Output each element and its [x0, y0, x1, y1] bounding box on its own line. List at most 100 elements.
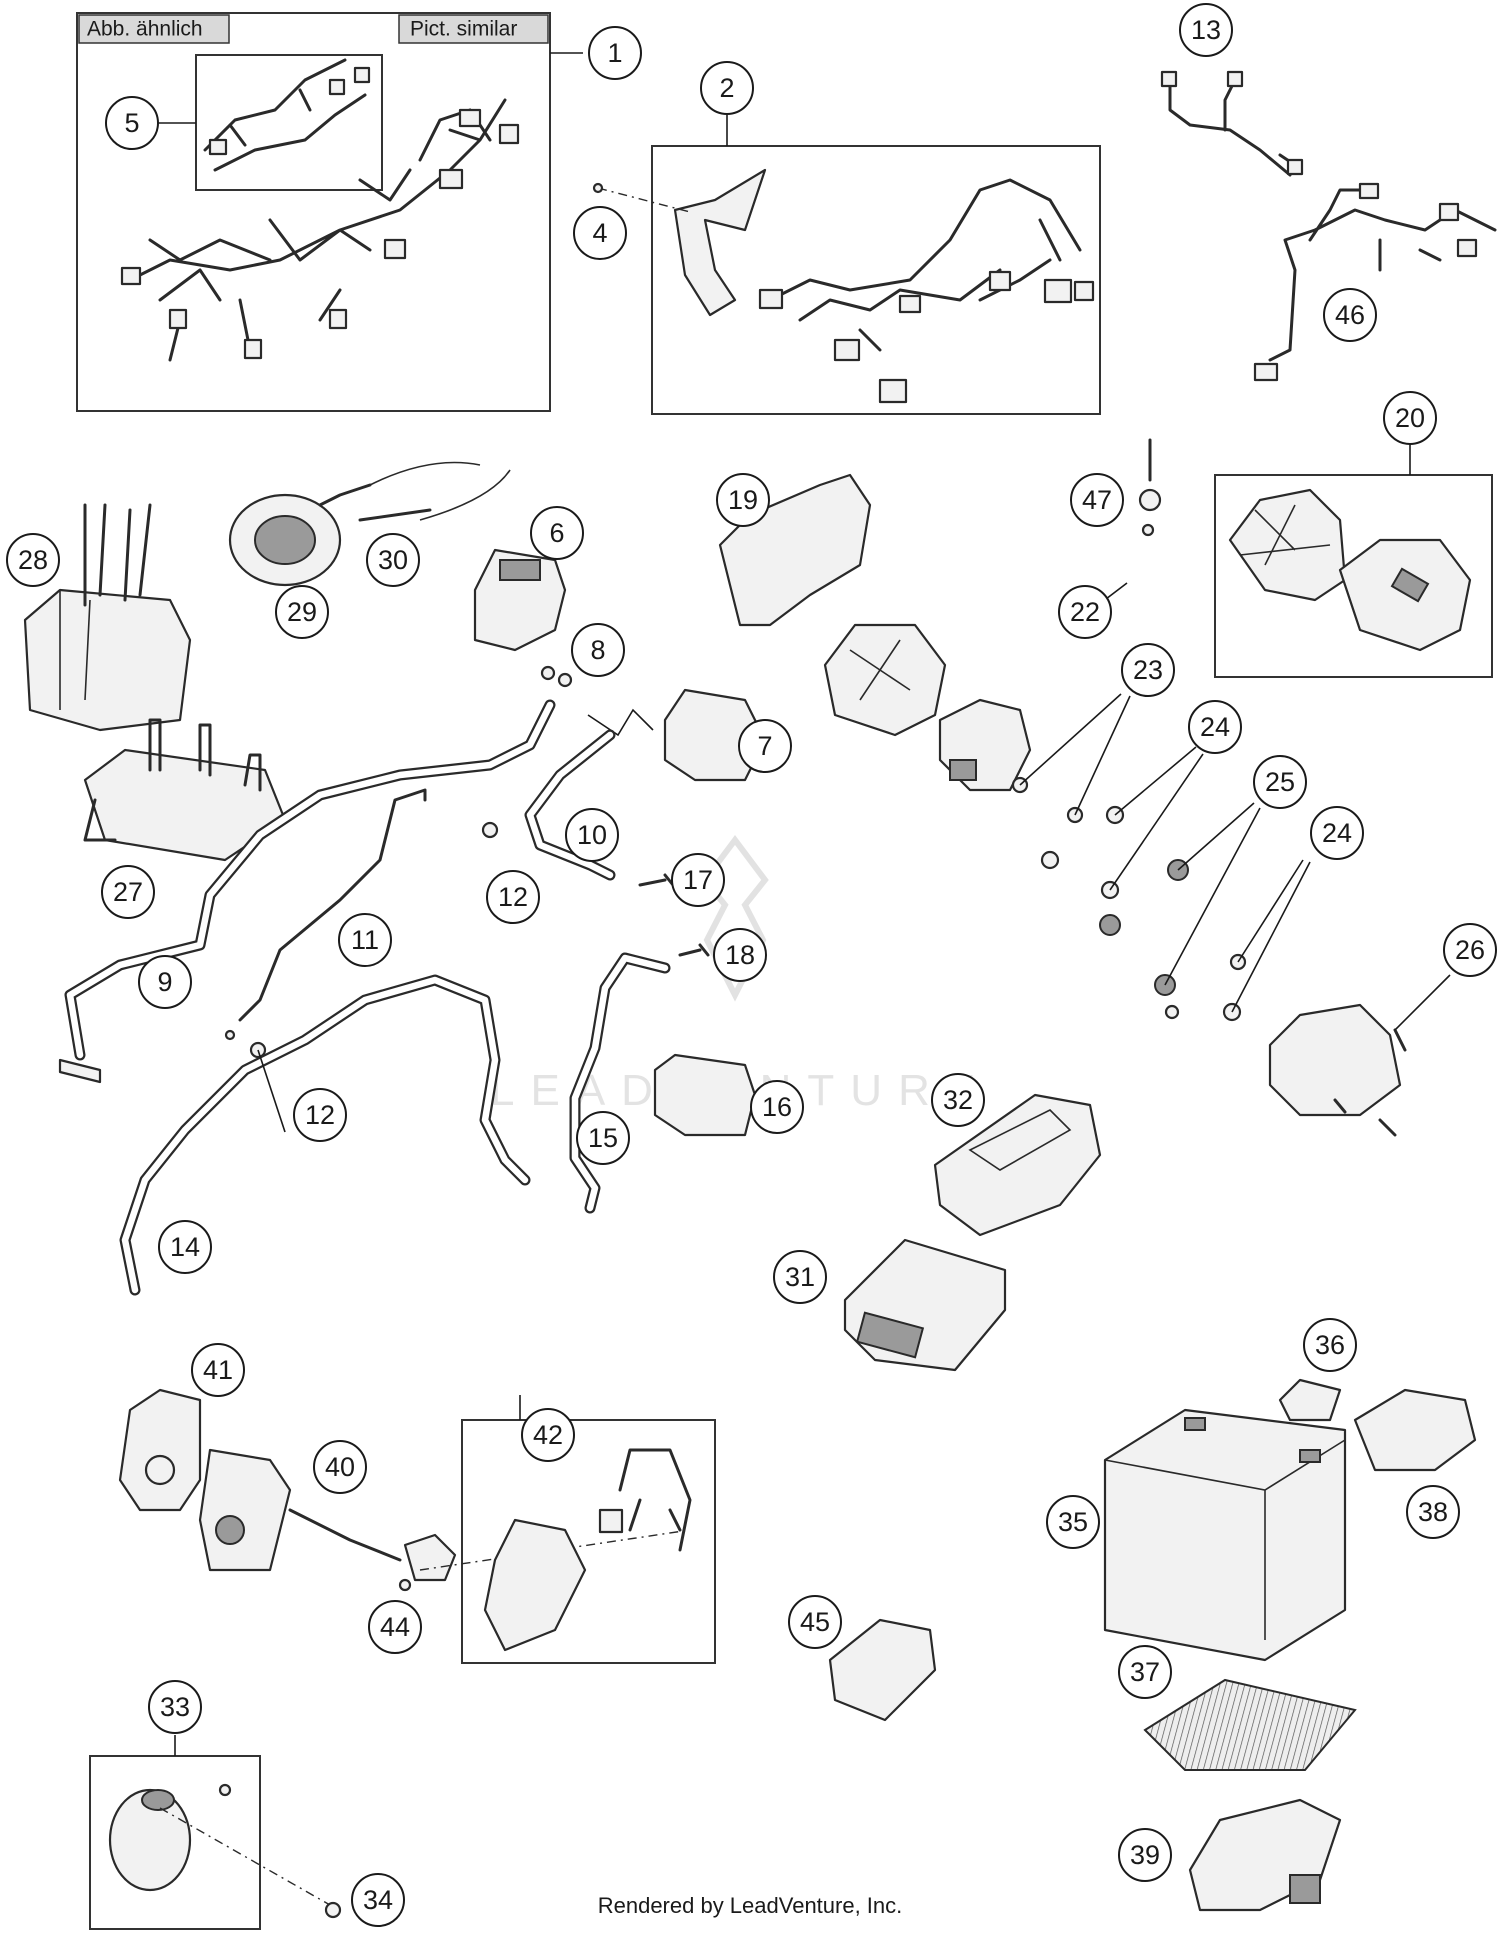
bracket-22 — [823, 623, 947, 737]
footer-credit: Rendered by LeadVenture, Inc. — [597, 1893, 903, 1918]
svg-text:6: 6 — [549, 518, 564, 548]
connector-icon — [1160, 70, 1178, 88]
nut-8-icon — [557, 672, 573, 688]
cover-39-plug — [1289, 1874, 1321, 1904]
svg-text:24: 24 — [1200, 712, 1230, 742]
callout-10: 10 — [565, 808, 619, 862]
leader-4 — [597, 187, 691, 213]
callout-31: 31 — [773, 1250, 827, 1304]
similar-de-box — [78, 14, 230, 44]
connector-icon — [1073, 280, 1095, 302]
svg-text:14: 14 — [170, 1232, 200, 1262]
item-42-frame — [461, 1419, 716, 1664]
main-harness-frame — [76, 12, 551, 412]
callout-38: 38 — [1406, 1485, 1460, 1539]
svg-text:10: 10 — [577, 820, 607, 850]
bracket-20 — [1228, 488, 1347, 602]
cable-11 — [238, 788, 427, 1022]
ecu-32 — [933, 1093, 1102, 1237]
callout-9: 9 — [138, 955, 192, 1009]
leader-7 — [587, 708, 654, 737]
callout-6: 6 — [530, 506, 584, 560]
bracket-20-ribs — [1239, 504, 1331, 566]
connector-icon — [328, 308, 348, 330]
svg-text:45: 45 — [800, 1607, 830, 1637]
callout-23: 23 — [1121, 643, 1175, 697]
connector-icon — [1456, 238, 1478, 258]
svg-text:37: 37 — [1130, 1657, 1160, 1687]
module-38 — [1353, 1388, 1477, 1472]
svg-text:38: 38 — [1418, 1497, 1448, 1527]
connector-icon — [383, 238, 407, 260]
callout-25: 25 — [1253, 755, 1307, 809]
sensor-40-lens — [215, 1515, 245, 1545]
connector-icon — [1358, 182, 1380, 200]
part-group-harness-2 — [592, 145, 1101, 415]
switch-6-button — [499, 559, 541, 581]
leg-27 — [83, 798, 117, 842]
cable-10-core — [526, 731, 614, 879]
svg-text:27: 27 — [113, 877, 143, 907]
callout-44: 44 — [368, 1600, 422, 1654]
connector-icon — [208, 138, 228, 156]
callout-22: 22 — [1058, 585, 1112, 639]
callout-34: 34 — [351, 1873, 405, 1927]
part-group-20 — [1214, 474, 1493, 678]
bolt-18-icon — [678, 943, 710, 957]
callout-46: 46 — [1323, 288, 1377, 342]
clip-36 — [1278, 1378, 1342, 1422]
connector-icon — [458, 108, 482, 128]
cable-15-core — [571, 954, 669, 1212]
harness-42 — [618, 1448, 692, 1552]
holder-41 — [118, 1388, 202, 1512]
battery-terminal-icon — [1184, 1417, 1206, 1431]
callout-39: 39 — [1118, 1828, 1172, 1882]
tabs-27 — [148, 718, 262, 792]
svg-text:12: 12 — [305, 1100, 335, 1130]
connector-icon — [353, 66, 371, 84]
svg-text:41: 41 — [203, 1355, 233, 1385]
svg-text:4: 4 — [592, 218, 607, 248]
bracket-42 — [483, 1518, 587, 1652]
cable-14-core — [121, 976, 529, 1294]
connector-icon — [1226, 70, 1244, 88]
svg-text:33: 33 — [160, 1692, 190, 1722]
svg-text:13: 13 — [1191, 15, 1221, 45]
svg-text:22: 22 — [1070, 597, 1100, 627]
callout-40: 40 — [313, 1440, 367, 1494]
bracket-2 — [673, 168, 767, 317]
cable-13 — [1168, 78, 1297, 177]
sensor-40 — [198, 1448, 292, 1572]
callout-16: 16 — [750, 1080, 804, 1134]
item-20-frame — [1214, 474, 1493, 678]
svg-text:5: 5 — [124, 108, 139, 138]
ecu-31 — [843, 1238, 1007, 1372]
connector-icon — [1286, 158, 1304, 176]
callouts: 1 2 4 5 13 46 20 47 19 28 30 6 29 22 8 2… — [6, 3, 1497, 1927]
callout-13: 13 — [1179, 3, 1233, 57]
grommet-icon — [1099, 914, 1121, 936]
callout-30: 30 — [366, 533, 420, 587]
sub-harness-5 — [203, 58, 367, 172]
connector-icon — [1043, 278, 1073, 304]
part-group-13-46 — [1160, 70, 1497, 382]
svg-text:15: 15 — [588, 1123, 618, 1153]
housing-28-lines — [59, 590, 91, 710]
connector-icon — [1253, 362, 1279, 382]
connector-44 — [403, 1533, 457, 1582]
connector-icon — [328, 78, 346, 96]
connector-icon — [1438, 202, 1460, 222]
callout-33: 33 — [148, 1680, 202, 1734]
connector-icon — [243, 338, 263, 360]
svg-text:40: 40 — [325, 1452, 355, 1482]
svg-text:42: 42 — [533, 1420, 563, 1450]
svg-text:19: 19 — [728, 485, 758, 515]
svg-text:44: 44 — [380, 1612, 410, 1642]
callout-20: 20 — [1383, 391, 1437, 445]
switch-6 — [473, 548, 567, 652]
callout-47: 47 — [1070, 473, 1124, 527]
bolts-26-icon — [1333, 1028, 1407, 1137]
washer-icon — [1040, 850, 1060, 870]
svg-text:2: 2 — [719, 73, 734, 103]
